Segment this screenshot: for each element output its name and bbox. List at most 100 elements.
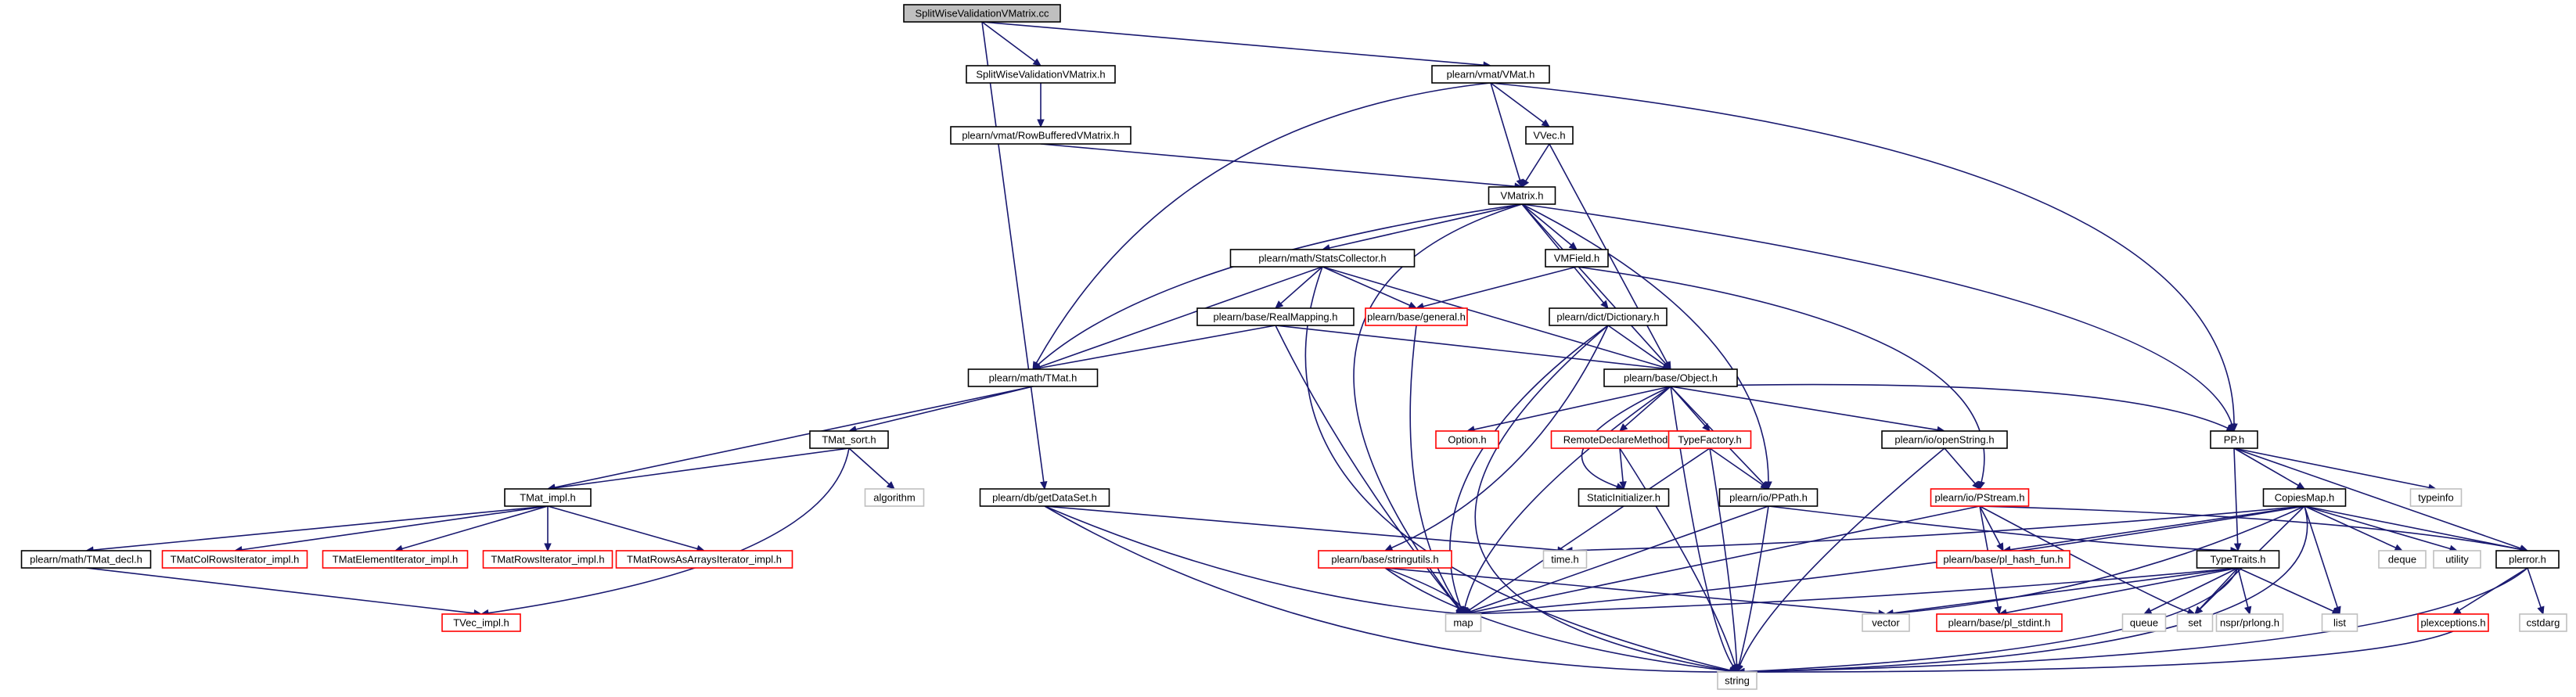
- node-elemit[interactable]: TMatElementIterator_impl.h: [322, 550, 469, 569]
- node-string[interactable]: string: [1717, 671, 1758, 690]
- node-box[interactable]: [979, 488, 1110, 507]
- node-label: plearn/base/pl_hash_fun.h: [1943, 554, 2063, 566]
- node-timeh[interactable]: time.h: [1542, 550, 1588, 569]
- node-box[interactable]: [950, 126, 1131, 145]
- node-tmatdecl[interactable]: plearn/math/TMat_decl.h: [20, 550, 152, 569]
- node-box[interactable]: [1445, 613, 1482, 632]
- node-colrows[interactable]: TMatColRowsIterator_impl.h: [161, 550, 308, 569]
- node-vmfield[interactable]: VMField.h: [1545, 249, 1609, 268]
- node-box[interactable]: [1488, 186, 1556, 205]
- node-box[interactable]: [2176, 613, 2214, 632]
- node-box[interactable]: [1365, 307, 1468, 326]
- node-utility[interactable]: utility: [2433, 550, 2481, 569]
- node-algorithm[interactable]: algorithm: [864, 488, 925, 507]
- node-box[interactable]: [482, 550, 613, 569]
- node-box[interactable]: [2215, 613, 2284, 632]
- node-pp[interactable]: PP.h: [2210, 430, 2258, 449]
- node-set[interactable]: set: [2176, 613, 2214, 632]
- node-box[interactable]: [1578, 488, 1670, 507]
- node-box[interactable]: [1717, 671, 1758, 690]
- node-box[interactable]: [2210, 430, 2258, 449]
- node-box[interactable]: [1936, 550, 2071, 569]
- node-ppath[interactable]: plearn/io/PPath.h: [1718, 488, 1819, 507]
- node-object[interactable]: plearn/base/Object.h: [1603, 368, 1738, 387]
- node-box[interactable]: [1229, 249, 1416, 268]
- node-box[interactable]: [441, 613, 521, 632]
- node-box[interactable]: [2121, 613, 2167, 632]
- node-swvh[interactable]: SplitWiseValidationVMatrix.h: [966, 65, 1116, 84]
- node-box[interactable]: [615, 550, 793, 569]
- node-box[interactable]: [2378, 550, 2427, 569]
- node-rowbuf[interactable]: plearn/vmat/RowBufferedVMatrix.h: [950, 126, 1131, 145]
- node-stdint[interactable]: plearn/base/pl_stdint.h: [1936, 613, 2063, 632]
- node-deque[interactable]: deque: [2378, 550, 2427, 569]
- node-box[interactable]: [1718, 488, 1819, 507]
- node-tmatsort[interactable]: TMat_sort.h: [809, 430, 889, 449]
- node-box[interactable]: [2433, 550, 2481, 569]
- node-rowsit[interactable]: TMatRowsIterator_impl.h: [482, 550, 613, 569]
- node-typefactory[interactable]: TypeFactory.h: [1668, 430, 1752, 449]
- node-tmat[interactable]: plearn/math/TMat.h: [967, 368, 1099, 387]
- node-box[interactable]: [809, 430, 889, 449]
- node-tvecimpl[interactable]: TVec_impl.h: [441, 613, 521, 632]
- node-box[interactable]: [322, 550, 469, 569]
- node-box[interactable]: [1435, 430, 1499, 449]
- node-box[interactable]: [504, 488, 592, 507]
- node-openstring[interactable]: plearn/io/openString.h: [1881, 430, 2008, 449]
- node-cstdarg[interactable]: cstdarg: [2519, 613, 2567, 632]
- node-hashfun[interactable]: plearn/base/pl_hash_fun.h: [1936, 550, 2071, 569]
- node-box[interactable]: [1936, 613, 2063, 632]
- node-box[interactable]: [161, 550, 308, 569]
- node-option[interactable]: Option.h: [1435, 430, 1499, 449]
- node-realmap[interactable]: plearn/base/RealMapping.h: [1196, 307, 1355, 326]
- node-box[interactable]: [2417, 613, 2489, 632]
- node-dict[interactable]: plearn/dict/Dictionary.h: [1549, 307, 1668, 326]
- node-rowsarr[interactable]: TMatRowsAsArraysIterator_impl.h: [615, 550, 793, 569]
- node-staticinit[interactable]: StaticInitializer.h: [1578, 488, 1670, 507]
- node-typetraits[interactable]: TypeTraits.h: [2196, 550, 2280, 569]
- node-box[interactable]: [2262, 488, 2347, 507]
- node-box[interactable]: [1930, 488, 2030, 507]
- node-stats[interactable]: plearn/math/StatsCollector.h: [1229, 249, 1416, 268]
- node-box[interactable]: [1431, 65, 1550, 84]
- node-pstream[interactable]: plearn/io/PStream.h: [1930, 488, 2030, 507]
- node-box[interactable]: [1318, 550, 1452, 569]
- node-box[interactable]: [2519, 613, 2567, 632]
- node-box[interactable]: [2409, 488, 2463, 507]
- node-remote[interactable]: RemoteDeclareMethod.h: [1550, 430, 1689, 449]
- node-list[interactable]: list: [2321, 613, 2358, 632]
- node-plexceptions[interactable]: plexceptions.h: [2417, 613, 2489, 632]
- node-box[interactable]: [2495, 550, 2560, 569]
- node-box[interactable]: [967, 368, 1099, 387]
- node-vvec[interactable]: VVec.h: [1525, 126, 1574, 145]
- node-box[interactable]: [2321, 613, 2358, 632]
- node-tmatimpl[interactable]: TMat_impl.h: [504, 488, 592, 507]
- node-box[interactable]: [1668, 430, 1752, 449]
- node-box[interactable]: [1545, 249, 1609, 268]
- node-queue[interactable]: queue: [2121, 613, 2167, 632]
- node-copiesmap[interactable]: CopiesMap.h: [2262, 488, 2347, 507]
- node-box[interactable]: [1603, 368, 1738, 387]
- node-general[interactable]: plearn/base/general.h: [1365, 307, 1468, 326]
- node-box[interactable]: [966, 65, 1116, 84]
- node-typeinfo[interactable]: typeinfo: [2409, 488, 2463, 507]
- node-box[interactable]: [1542, 550, 1588, 569]
- node-root[interactable]: SplitWiseValidationVMatrix.cc: [903, 4, 1061, 23]
- node-box[interactable]: [1196, 307, 1355, 326]
- node-stringutils[interactable]: plearn/base/stringutils.h: [1318, 550, 1452, 569]
- node-prlong[interactable]: nspr/prlong.h: [2215, 613, 2284, 632]
- node-box[interactable]: [1881, 430, 2008, 449]
- node-box[interactable]: [1549, 307, 1668, 326]
- node-box[interactable]: [2196, 550, 2280, 569]
- node-box[interactable]: [903, 4, 1061, 23]
- node-vmath[interactable]: plearn/vmat/VMat.h: [1431, 65, 1550, 84]
- node-box[interactable]: [1525, 126, 1574, 145]
- node-box[interactable]: [1862, 613, 1910, 632]
- node-plerror[interactable]: plerror.h: [2495, 550, 2560, 569]
- node-vmatrix[interactable]: VMatrix.h: [1488, 186, 1556, 205]
- node-vector[interactable]: vector: [1862, 613, 1910, 632]
- node-map[interactable]: map: [1445, 613, 1482, 632]
- node-box[interactable]: [864, 488, 925, 507]
- node-getdataset[interactable]: plearn/db/getDataSet.h: [979, 488, 1110, 507]
- node-box[interactable]: [20, 550, 152, 569]
